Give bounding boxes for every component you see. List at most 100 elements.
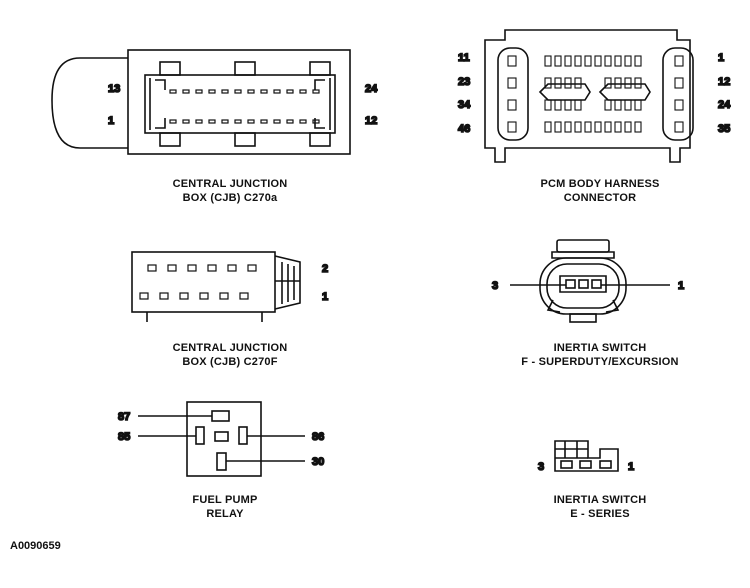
pin-cavity — [554, 55, 562, 67]
pin-cavity — [299, 119, 307, 124]
pin-cavity — [624, 55, 632, 67]
pin-cavity — [544, 121, 552, 133]
pin-cavity — [604, 99, 612, 111]
caption-pcm-connector: PCM BODY HARNESS CONNECTOR — [540, 178, 660, 204]
pin-cavity — [299, 89, 307, 94]
pin-cavity — [507, 99, 517, 111]
pin-label-87: 87 — [118, 411, 130, 423]
pin-cavity — [247, 264, 257, 272]
pin-cavity — [674, 77, 684, 89]
pin-cavity — [584, 121, 592, 133]
inertia-switch-f-connector — [510, 239, 670, 323]
pin-cavity — [574, 55, 582, 67]
pin-cavity — [634, 77, 642, 89]
pin-label-1: 1 — [718, 52, 724, 64]
pin-label-34: 34 — [458, 99, 471, 111]
pin-cavity — [247, 119, 255, 124]
pin-cavity — [208, 119, 216, 124]
pin-cavity — [260, 119, 268, 124]
pin-cavity — [674, 99, 684, 111]
pin-cavity — [273, 119, 281, 124]
pin-cavity — [564, 99, 572, 111]
pin-label-30: 30 — [312, 456, 324, 468]
pin-cavity — [614, 99, 622, 111]
pin-cavity — [147, 264, 157, 272]
pin-cavity — [221, 89, 229, 94]
pin-cavity — [273, 89, 281, 94]
pin-label-1: 1 — [322, 291, 328, 303]
pin-cavity — [544, 99, 552, 111]
pin-label-46: 46 — [458, 123, 470, 135]
pin-label-2: 2 — [322, 263, 328, 275]
pin-cavity — [674, 55, 684, 67]
pin-cavity — [260, 89, 268, 94]
pin-cavity — [624, 99, 632, 111]
pin-cavity — [624, 121, 632, 133]
pin-cavity — [199, 292, 209, 300]
pin-cavity — [169, 89, 177, 94]
pin-cavity — [584, 55, 592, 67]
pin-cavity — [227, 264, 237, 272]
pin-cavity — [234, 89, 242, 94]
pin-cavity — [614, 55, 622, 67]
pin-cavity — [564, 77, 572, 89]
pin-cavity — [554, 99, 562, 111]
pin-cavity — [159, 292, 169, 300]
pin-label-3: 3 — [538, 461, 544, 473]
pin-label-13: 13 — [108, 83, 120, 95]
pin-cavity — [594, 55, 602, 67]
pin-cavity — [286, 119, 294, 124]
pin-cavity — [604, 55, 612, 67]
pin-label-85: 85 — [118, 431, 130, 443]
pin-cavity — [286, 89, 294, 94]
pin-cavity — [604, 77, 612, 89]
pin-label-86: 86 — [312, 431, 324, 443]
pin-cavity — [634, 55, 642, 67]
pin-label-11: 11 — [458, 52, 470, 64]
pin-cavity — [169, 119, 177, 124]
pin-cavity — [604, 121, 612, 133]
pin-cavity — [544, 77, 552, 89]
pin-cavity — [574, 121, 582, 133]
pin-cavity — [179, 292, 189, 300]
pin-cavity — [195, 119, 203, 124]
pin-cavity — [187, 264, 197, 272]
pin-cavity — [634, 99, 642, 111]
pin-cavity — [674, 121, 684, 133]
pin-label-3: 3 — [492, 280, 498, 292]
pin-cavity — [234, 119, 242, 124]
pin-label-24: 24 — [718, 99, 731, 111]
pin-cavity — [167, 264, 177, 272]
fuel-pump-relay — [138, 401, 305, 477]
pin-cavity — [507, 55, 517, 67]
pin-cavity — [247, 89, 255, 94]
pin-label-24: 24 — [365, 83, 378, 95]
pin-cavity — [139, 292, 149, 300]
caption-cjb-c270f: CENTRAL JUNCTION BOX (CJB) C270F — [172, 342, 288, 368]
pin-cavity — [312, 119, 320, 124]
pin-cavity — [507, 121, 517, 133]
pin-cavity — [195, 89, 203, 94]
pin-label-1: 1 — [628, 461, 634, 473]
pin-cavity — [182, 119, 190, 124]
inertia-switch-e-connector — [554, 440, 619, 472]
pin-cavity — [594, 121, 602, 133]
pin-cavity — [574, 77, 582, 89]
pin-cavity — [208, 89, 216, 94]
figure-id: A0090659 — [10, 540, 61, 552]
pin-cavity — [507, 77, 517, 89]
caption-cjb-c270a: CENTRAL JUNCTION BOX (CJB) C270a — [172, 178, 288, 204]
pin-cavity — [624, 77, 632, 89]
pin-cavity — [312, 89, 320, 94]
pin-cavity — [182, 89, 190, 94]
cjb-c270f-connector — [131, 251, 301, 322]
pin-cavity — [219, 292, 229, 300]
pin-cavity — [614, 77, 622, 89]
caption-fuel-pump-relay: FUEL PUMP RELAY — [192, 494, 258, 520]
caption-inertia-switch-e: INERTIA SWITCH E - SERIES — [553, 494, 647, 520]
pin-cavity — [614, 121, 622, 133]
pin-cavity — [221, 119, 229, 124]
pin-cavity — [544, 55, 552, 67]
pin-cavity — [634, 121, 642, 133]
